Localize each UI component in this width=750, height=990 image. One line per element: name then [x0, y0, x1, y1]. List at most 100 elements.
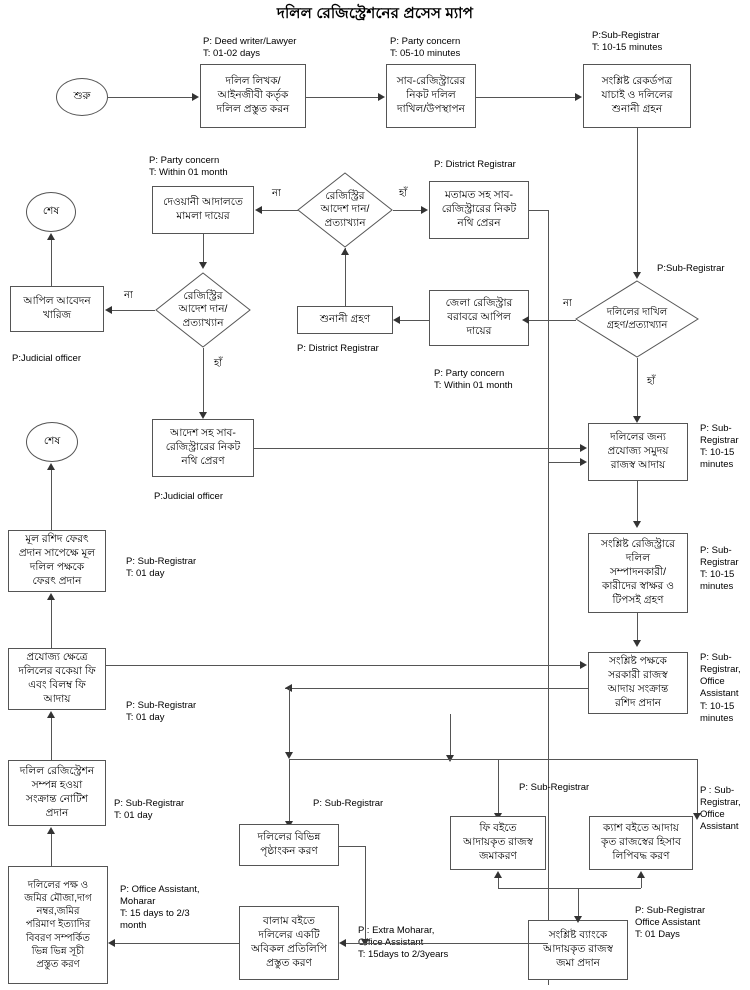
decision-reg-order-2[interactable]: রেজিস্ট্রির আদেশ দান/ প্রত্যাখ্যান: [155, 272, 251, 348]
arrow-bus-to-cash-book: [693, 813, 701, 820]
node-collect-revenue[interactable]: দলিলের জন্য প্রযোজ্য সমুদয় রাজস্ব আদায়: [588, 423, 688, 481]
arrow-deed-to-submit: [378, 93, 385, 101]
annotation-index: P: Office Assistant, Moharar T: 15 days …: [120, 884, 200, 932]
diamond-shape-icon: [297, 172, 393, 248]
edge-decision1-to-civil: [262, 210, 298, 211]
edge-pagemarking-out: [339, 846, 365, 847]
edge-junction-to-balam: [346, 943, 548, 944]
decision-submit-accept[interactable]: দলিলের দাখিল গ্রহণ/প্রত্যাখ্যান: [575, 280, 699, 358]
arrow-start-to-deed: [192, 93, 199, 101]
annotation-submit: P: Party concern T: 05-10 minutes: [390, 36, 461, 60]
annotation-subregistrar-decision: P:Sub-Registrar: [657, 263, 725, 274]
bus-drop-fee-book: [498, 759, 499, 817]
edge-opinion-out: [529, 210, 548, 211]
arrow-bank-to-feebook: [494, 871, 502, 878]
edge-label-no-1: না: [272, 188, 281, 199]
edge-pagemarking-down: [365, 846, 366, 943]
edge-decision3-no: [548, 320, 576, 321]
arrow-receipt-to-bus: [446, 755, 454, 762]
annotation-district-registrar-top: P: District Registrar: [434, 159, 516, 170]
arrow-arrear-to-return: [47, 593, 55, 600]
arrow-bus-to-bank: [574, 916, 582, 923]
diamond-shape-icon: [155, 272, 251, 348]
edge-bank-to-bus-v: [578, 888, 579, 920]
node-end-1[interactable]: শেষ: [26, 192, 76, 232]
node-fee-book[interactable]: ফি বইতে আদায়কৃত রাজস্ব জমাকরণ: [450, 816, 546, 870]
node-receipt[interactable]: সংশ্লিষ্ট পক্ষকে সরকারী রাজস্ব আদায় সংক…: [588, 652, 688, 714]
node-appeal-rejected[interactable]: আপিল আবেদন খারিজ: [10, 286, 104, 332]
arrow-receipt-loop-down: [285, 752, 293, 759]
arrow-hearing-to-decision1: [341, 248, 349, 255]
annotation-signature: P: Sub- Registrar T: 10-15 minutes: [700, 545, 739, 593]
edge-opinion-down: [548, 210, 549, 985]
annotation-civil-court: P: Party concern T: Within 01 month: [149, 155, 228, 179]
arrow-submit-to-verify: [575, 93, 582, 101]
edge-junction-to-revenue: [548, 462, 580, 463]
edge-balam-to-index: [115, 943, 239, 944]
annotation-cash-book: P : Sub- Registrar, Office Assistant: [700, 785, 741, 833]
node-notice[interactable]: দলিল রেজিস্ট্রেশন সম্পন্ন হওয়া সংক্রান্…: [8, 760, 106, 826]
edge-notice-to-arrear: [51, 718, 52, 760]
diamond-shape-icon: [575, 280, 699, 358]
annotation-district-registrar-hearing: P: District Registrar: [297, 343, 379, 354]
edge-verify-to-decision: [637, 128, 638, 272]
arrow-receipt-loop: [285, 684, 292, 692]
edge-label-no-2: না: [124, 290, 133, 301]
node-arrear-fee[interactable]: প্রযোজ্য ক্ষেত্রে দলিলের বকেয়া ফি এবং ব…: [8, 648, 106, 710]
node-order-send-file[interactable]: আদেশ সহ সাব- রেজিস্ট্রারের নিকট নথি প্রে…: [152, 419, 254, 477]
edge-bank-bus-h: [498, 888, 641, 889]
node-deed-prepare[interactable]: দলিল লিখক/ আইনজীবী কর্তৃক দলিল প্রস্তুত …: [200, 64, 306, 128]
edge-bank-up-cashbook: [641, 878, 642, 888]
bus-drop-page-marking: [289, 759, 290, 825]
edge-hearing-to-decision1: [345, 248, 346, 306]
node-signature[interactable]: সংশ্লিষ্ট রেজিস্ট্রারে দলিল সম্পাদনকারী/…: [588, 533, 688, 613]
decision-reg-order-1[interactable]: রেজিস্ট্রির আদেশ দান/ প্রত্যাখ্যান: [297, 172, 393, 248]
edge-civil-to-decision2: [203, 234, 204, 266]
annotation-judicial-officer-order: P:Judicial officer: [154, 491, 223, 502]
node-hearing[interactable]: শুনানী গ্রহণ: [297, 306, 393, 334]
edge-label-yes-1: হাঁ: [399, 188, 408, 199]
node-appeal-district[interactable]: জেলা রেজিস্ট্রার বরাবরে আপিল দায়ের: [429, 290, 529, 346]
arrow-order-to-revenue: [580, 444, 587, 452]
arrow-return-to-end2: [47, 463, 55, 470]
arrow-decision2-to-appealrejected: [105, 306, 112, 314]
annotation-arrear-fee: P: Sub-Registrar T: 01 day: [126, 700, 197, 724]
annotation-judicial-officer-appeal: P:Judicial officer: [12, 353, 81, 364]
node-page-marking[interactable]: দলিলের বিভিন্ন পৃষ্ঠাংকন করণ: [239, 824, 339, 866]
node-return-original[interactable]: মূল রশিদ ফেরৎ প্রদান সাপেক্ষে মূল দলিল প…: [8, 530, 106, 592]
edge-submit-to-verify: [476, 97, 575, 98]
node-balam-copy[interactable]: বালাম বইতে দলিলের একটি অবিকল প্রতিলিপি প…: [239, 906, 339, 980]
annotation-receipt: P: Sub- Registrar, Office Assistant T: 1…: [700, 652, 741, 724]
node-start[interactable]: শুরু: [56, 78, 108, 116]
decision-reg-order-2-label: রেজিস্ট্রির আদেশ দান/ প্রত্যাখ্যান: [178, 289, 228, 329]
edge-label-yes-3: হাঁ: [647, 376, 656, 387]
node-index-prepare[interactable]: দলিলের পক্ষ ও জমির মৌজা,দাগ নম্বর,জমির প…: [8, 866, 108, 984]
annotation-revenue: P: Sub- Registrar T: 10-15 minutes: [700, 423, 739, 471]
bus-drop-cash-book: [697, 759, 698, 817]
arrow-decision2-to-order: [199, 412, 207, 419]
node-cash-book[interactable]: ক্যাশ বইতে আদায় কৃত রাজস্বের হিসাব লিপি…: [589, 816, 693, 870]
edge-receipt-loop-h: [285, 688, 588, 689]
node-opinion-send-file[interactable]: মতামত সহ সাব- রেজিস্ট্রারের নিকট নথি প্র…: [429, 181, 529, 239]
node-bank-deposit[interactable]: সংশ্লিষ্ট ব্যাংকে আদায়কৃত রাজস্ব জমা প্…: [528, 920, 628, 980]
arrow-civil-to-decision2: [199, 262, 207, 269]
annotation-deed-writer: P: Deed writer/Lawyer T: 01-02 days: [203, 36, 297, 60]
arrow-junction-to-appealdistrict: [522, 316, 529, 324]
arrow-appealdistrict-to-hearing: [393, 316, 400, 324]
arrow-junction-to-revenue: [580, 458, 587, 466]
edge-deed-to-submit: [306, 97, 378, 98]
node-verify-records[interactable]: সংশ্লিষ্ট রেকর্ডপত্র যাচাই ও দলিলের শুনা…: [583, 64, 691, 128]
annotation-page-marking: P: Sub-Registrar: [313, 798, 384, 809]
node-end-2[interactable]: শেষ: [26, 422, 78, 462]
page-title: দলিল রেজিস্ট্রেশনের প্রসেস ম্যাপ: [276, 5, 474, 22]
node-civil-court-case[interactable]: দেওয়ানী আদালতে মামলা দায়ের: [152, 186, 254, 234]
edge-label-yes-2: হাঁ: [214, 358, 223, 369]
annotation-fee-book: P: Sub-Registrar: [519, 782, 590, 793]
arrow-signature-to-receipt: [633, 640, 641, 647]
arrow-balam-to-index: [108, 939, 115, 947]
node-submit-subregistrar[interactable]: সাব-রেজিস্ট্রারের নিকট দলিল দাখিল/উপস্থা…: [386, 64, 476, 128]
annotation-appeal-party: P: Party concern T: Within 01 month: [434, 368, 513, 392]
edge-appealdistrict-to-hearing: [400, 320, 429, 321]
arrow-decision1-to-opinion: [421, 206, 428, 214]
